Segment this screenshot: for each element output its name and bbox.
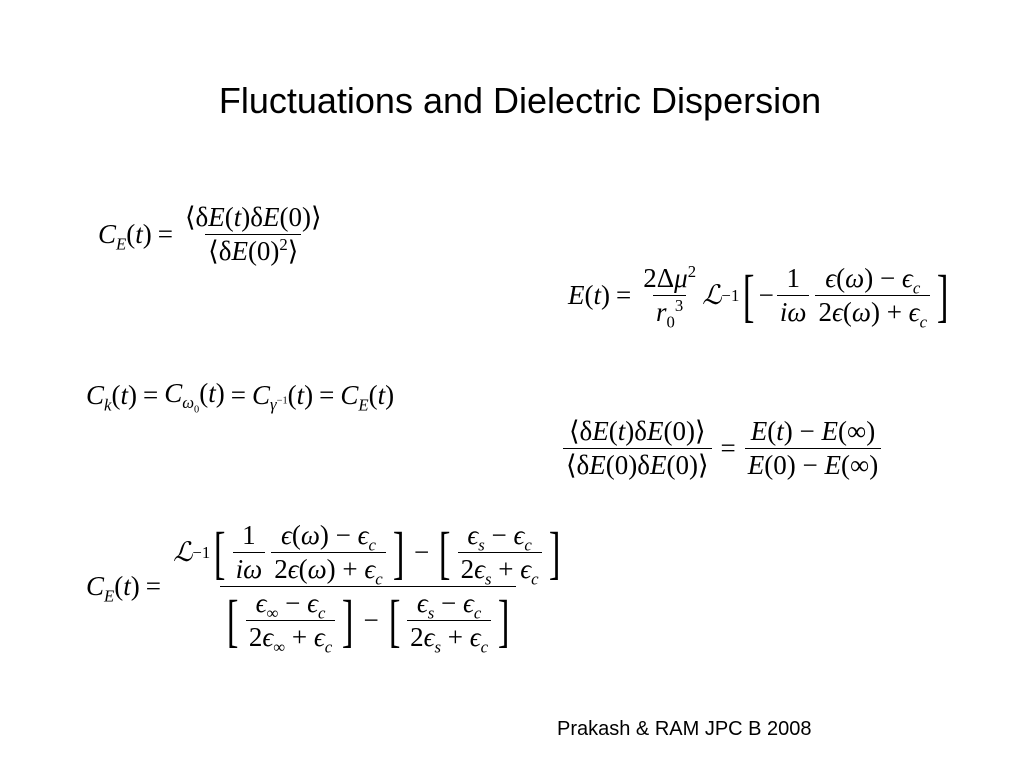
slide-title: Fluctuations and Dielectric Dispersion xyxy=(218,80,822,121)
equation-normalized-correlation: ⟨δE(t)δE(0)⟩ ⟨δE(0)δE(0)⟩ = E(t) − E(∞) … xyxy=(560,418,884,479)
equation-field-laplace: E(t) = 2Δμ2 r03 ℒ−1 [ − 1 iω ϵ(ω) − ϵc 2… xyxy=(568,262,949,332)
citation: Prakash & RAM JPC B 2008 xyxy=(557,718,812,740)
equation-correlation-equivalence: Ck(t) = Cω0(t) = Cγ−1(t) = CE(t) xyxy=(86,378,395,416)
equation-correlation-dielectric: CE(t) = ℒ−1 [ 1 iω ϵ(ω) − ϵc 2ϵ(ω) + ϵc … xyxy=(86,519,561,657)
equation-correlation-definition: CE(t) = ⟨δE(t)δE(0)⟩ ⟨δE(0)2⟩ xyxy=(98,202,322,266)
